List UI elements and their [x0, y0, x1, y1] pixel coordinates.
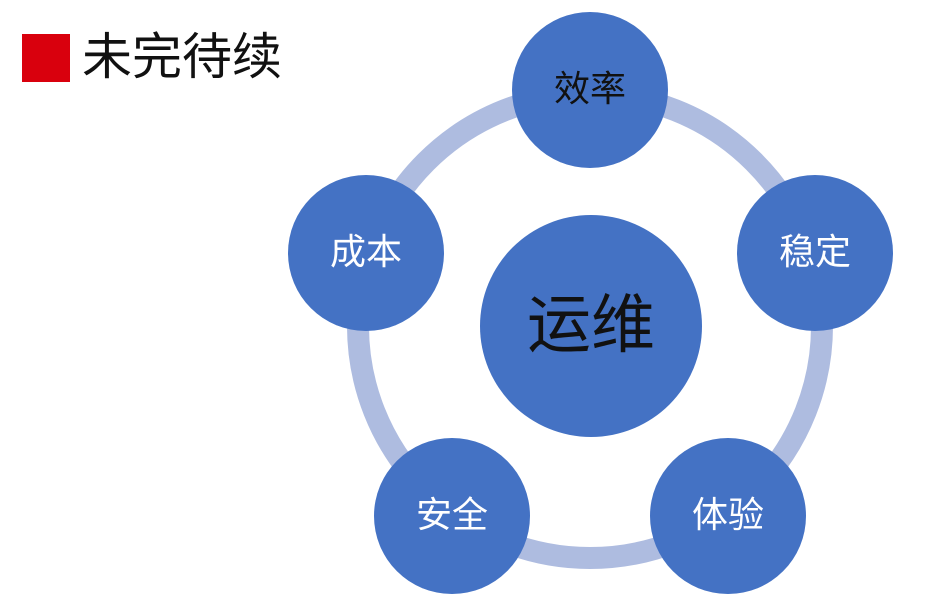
node-cost: 成本 — [288, 175, 444, 331]
node-label-experience: 体验 — [691, 495, 764, 536]
center-node-label: 运维 — [527, 289, 655, 363]
center-node: 运维 — [480, 215, 702, 437]
node-label-cost: 成本 — [329, 232, 402, 273]
node-label-efficiency: 效率 — [553, 69, 626, 110]
node-experience: 体验 — [650, 438, 806, 594]
title-marker — [22, 34, 70, 82]
node-label-security: 安全 — [415, 495, 488, 536]
node-stability: 稳定 — [737, 175, 893, 331]
node-label-stability: 稳定 — [778, 232, 851, 273]
page-title: 未完待续 — [82, 28, 282, 86]
node-efficiency: 效率 — [512, 12, 668, 168]
node-security: 安全 — [374, 438, 530, 594]
